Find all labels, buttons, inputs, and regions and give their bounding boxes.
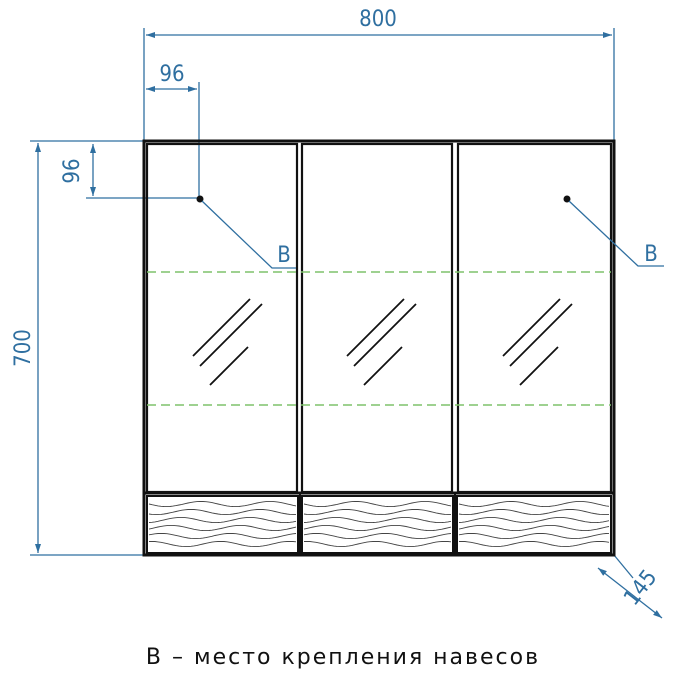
door-left	[145, 142, 299, 494]
drawer-wave-line	[303, 500, 452, 508]
drawer-wave-line	[458, 540, 610, 548]
drawer-wave-line	[303, 516, 452, 524]
drawer-wave-line	[458, 532, 610, 540]
drawer-wave-line	[148, 540, 297, 548]
drawer-wave-line	[148, 524, 297, 532]
marker-label-right: B	[644, 242, 658, 267]
drawer-wave-line	[148, 508, 296, 516]
drawer-wave-line	[458, 508, 610, 516]
drawer-wave-line	[303, 532, 452, 540]
drawer-wave-line	[458, 524, 610, 532]
mount-offset-y-label: 96	[60, 158, 85, 183]
door-right	[456, 142, 613, 494]
drawer-center	[301, 495, 454, 554]
depth-dimension	[597, 554, 663, 619]
door-center	[300, 142, 454, 494]
drawer-wave-pattern	[148, 500, 610, 548]
mount-leader-left	[201, 200, 296, 269]
mount-offset-x-label: 96	[159, 62, 184, 87]
height-label: 700	[11, 329, 36, 367]
drawer-wave-line	[303, 524, 452, 532]
drawer-wave-line	[458, 516, 610, 524]
mirror-glyph-left	[192, 298, 263, 386]
mount-point-left	[196, 195, 204, 203]
drawer-wave-line	[458, 500, 610, 508]
width-label: 800	[359, 7, 397, 32]
drawer-right	[456, 495, 612, 554]
depth-label: 145	[619, 565, 662, 610]
legend-caption: B – место крепления навесов	[145, 645, 541, 670]
mirror-glyph-right	[502, 298, 573, 386]
drawer-wave-line	[303, 508, 451, 516]
drawer-wave-line	[148, 516, 297, 524]
marker-label-left: B	[277, 243, 291, 268]
drawer-wave-line	[148, 500, 297, 508]
mount-point-right	[563, 195, 571, 203]
mirror-glyph-center	[346, 298, 417, 386]
drawer-wave-line	[148, 532, 297, 540]
drawer-wave-line	[303, 540, 452, 548]
height-dimension	[30, 140, 144, 556]
shelf-lines	[147, 271, 611, 406]
width-dimension	[143, 28, 615, 140]
mount-leader-right	[568, 200, 664, 267]
drawer-left	[146, 495, 299, 554]
